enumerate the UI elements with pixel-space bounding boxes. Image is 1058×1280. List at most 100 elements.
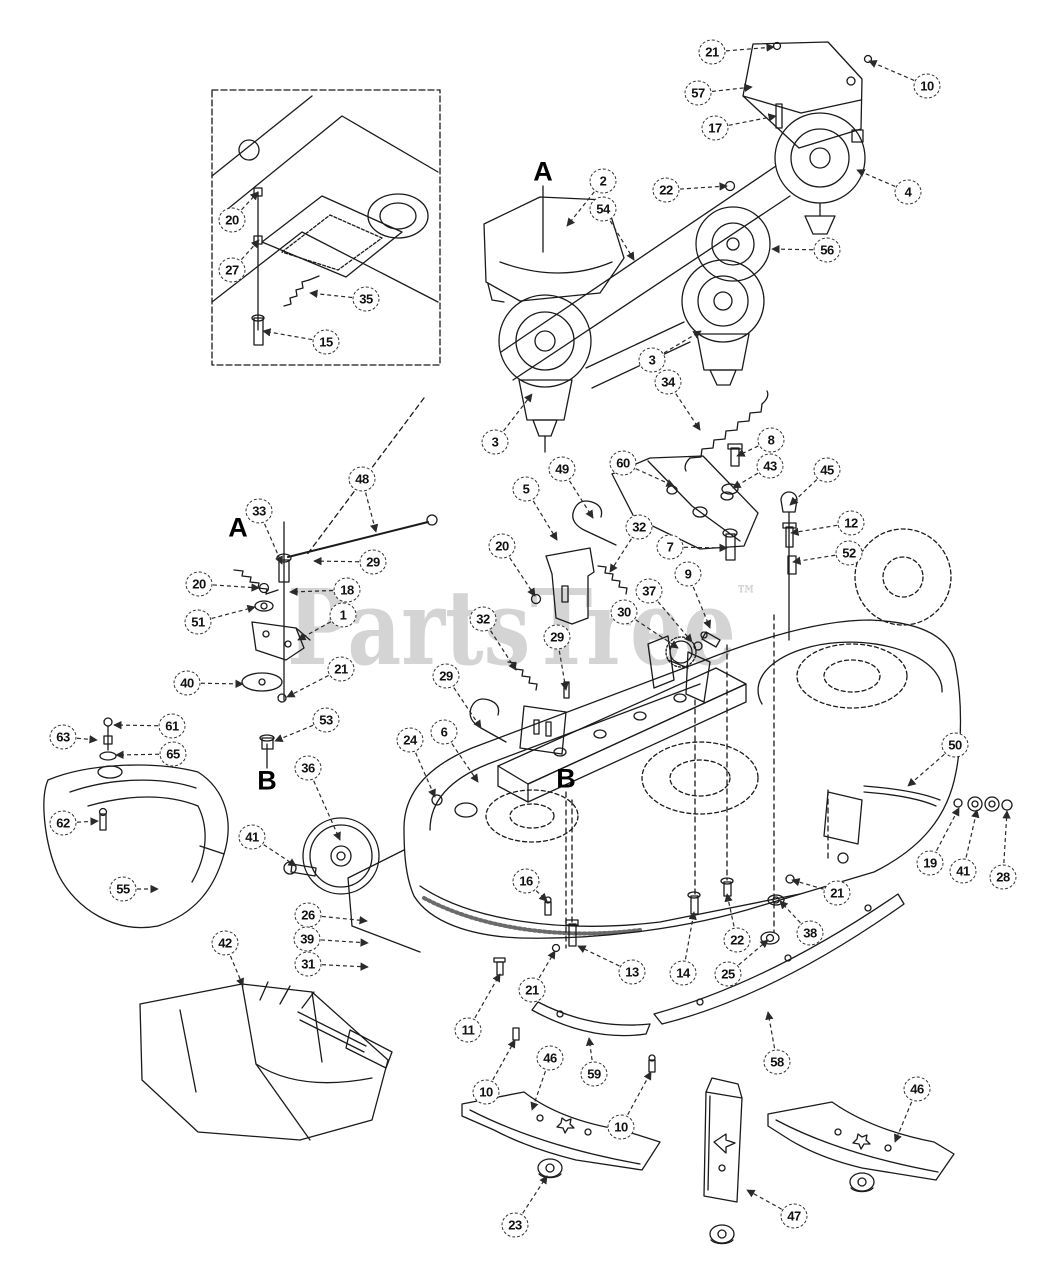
callout-10: 10 <box>472 1079 500 1105</box>
side-discharge-cover <box>43 717 229 929</box>
callout-57: 57 <box>684 80 712 106</box>
callout-61: 61 <box>158 713 186 739</box>
j-bolt-49 <box>572 500 617 546</box>
trademark-symbol: ™ <box>735 581 757 611</box>
callout-59: 59 <box>580 1061 608 1087</box>
callout-27: 27 <box>218 257 246 283</box>
callout-41: 41 <box>949 858 977 884</box>
discharge-chute <box>139 981 393 1141</box>
idler-cover <box>742 41 873 149</box>
callout-56: 56 <box>813 237 841 263</box>
callout-52: 52 <box>835 540 863 566</box>
callout-3: 3 <box>638 347 666 373</box>
bolt-10a <box>512 1027 520 1041</box>
spring-32 <box>597 565 628 595</box>
callout-45: 45 <box>813 457 841 483</box>
lift-rod-48 <box>287 521 429 558</box>
washer-43 <box>721 483 739 495</box>
callout-8: 8 <box>757 427 785 453</box>
callout-20: 20 <box>218 207 246 233</box>
leader-line-62 <box>62 817 99 826</box>
bolt-12 <box>785 526 794 548</box>
lockwasher-63 <box>103 735 113 745</box>
callout-34: 34 <box>654 369 682 395</box>
callout-30: 30 <box>610 599 638 625</box>
callout-43: 43 <box>756 453 784 479</box>
callout-36: 36 <box>294 755 322 781</box>
callout-26: 26 <box>294 902 322 928</box>
detail-inset-box <box>211 89 441 366</box>
bolt-9 <box>701 631 721 648</box>
bolt-16 <box>544 901 552 916</box>
bolt-8 <box>730 447 740 467</box>
callout-29: 29 <box>432 663 460 689</box>
bolt-62 <box>99 813 107 831</box>
callout-2: 2 <box>589 168 617 194</box>
leader-line-16 <box>525 880 548 902</box>
callout-14: 14 <box>669 960 697 986</box>
leader-line-20 <box>231 191 259 221</box>
callout-47: 47 <box>780 1203 808 1229</box>
callout-21: 21 <box>518 977 546 1003</box>
callout-4: 4 <box>894 179 922 205</box>
callout-23: 23 <box>501 1212 529 1238</box>
bracket-1 <box>251 621 305 661</box>
callout-20: 20 <box>488 533 516 559</box>
callout-42: 42 <box>211 930 239 956</box>
rear-support-bar <box>823 785 1013 864</box>
nut-24 <box>431 794 443 806</box>
callout-9: 9 <box>674 561 702 587</box>
callout-20: 20 <box>185 571 213 597</box>
callout-28: 28 <box>989 864 1017 890</box>
callout-21: 21 <box>823 880 851 906</box>
deck-shell <box>347 619 962 953</box>
leader-line-59 <box>585 1037 595 1075</box>
callout-5: 5 <box>512 476 540 502</box>
nut-38 <box>767 894 785 906</box>
spring-33 <box>233 569 268 595</box>
deck-fasteners <box>266 614 795 976</box>
callout-55: 55 <box>109 876 137 902</box>
callout-29: 29 <box>359 549 387 575</box>
section-label-B: B <box>257 765 277 796</box>
leader-line-8 <box>736 439 772 457</box>
leader-line-36 <box>307 767 341 841</box>
callout-46: 46 <box>536 1045 564 1071</box>
blade-nut-left <box>537 1158 563 1179</box>
mulching-blade <box>703 1077 743 1203</box>
j-bolt-49-lower <box>469 698 507 743</box>
callout-22: 22 <box>723 927 751 953</box>
pulley-and-belt-assembly <box>498 112 866 453</box>
callout-54: 54 <box>589 196 617 222</box>
callout-38: 38 <box>796 920 824 946</box>
nut-25 <box>760 931 780 945</box>
callout-48: 48 <box>348 466 376 492</box>
bolt-13 <box>568 923 577 947</box>
callout-17: 17 <box>701 115 729 141</box>
nut-53 <box>261 737 274 750</box>
callout-32: 32 <box>625 514 653 540</box>
screw-21b <box>551 943 561 953</box>
callout-40: 40 <box>173 670 201 696</box>
callout-46: 46 <box>903 1076 931 1102</box>
callout-1: 1 <box>329 602 357 628</box>
callout-25: 25 <box>714 961 742 987</box>
callout-32: 32 <box>469 606 497 632</box>
callout-31: 31 <box>294 951 322 977</box>
leader-line-63 <box>62 735 98 744</box>
wear-strips <box>512 893 905 1073</box>
blade-right <box>767 1101 955 1181</box>
callout-10: 10 <box>913 73 941 99</box>
callout-60: 60 <box>609 450 637 476</box>
callout-10: 10 <box>607 1114 635 1140</box>
callout-7: 7 <box>656 534 684 560</box>
callout-39: 39 <box>293 926 321 952</box>
blade-nut-right <box>849 1172 875 1193</box>
callout-33: 33 <box>245 498 273 524</box>
callout-29: 29 <box>543 624 571 650</box>
callout-3: 3 <box>481 429 509 455</box>
callout-51: 51 <box>184 609 212 635</box>
callout-21: 21 <box>698 39 726 65</box>
